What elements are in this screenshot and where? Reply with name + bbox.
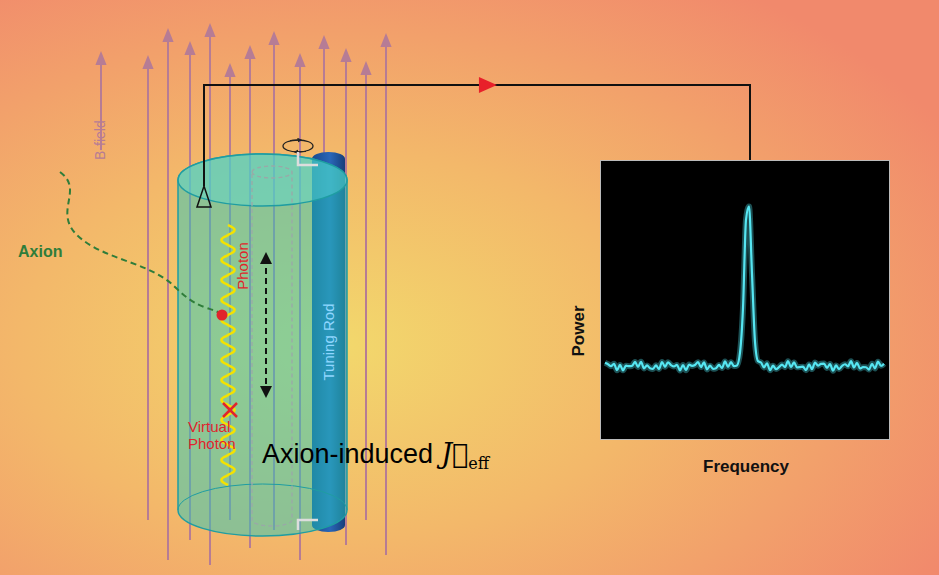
photon-label: Photon xyxy=(234,242,251,290)
resonant-cavity: Tuning Rod PhotonVirtual Photon xyxy=(175,150,350,540)
coupling-loop xyxy=(283,140,313,152)
magnetic-field-lines xyxy=(148,30,386,565)
field-label: B-field xyxy=(92,120,108,160)
spectrum-display: PowerFrequency xyxy=(600,160,890,440)
loop-arrow xyxy=(290,140,300,142)
antenna-stem xyxy=(203,150,205,186)
photon-wave xyxy=(221,225,234,485)
effect-caption: Axion-induced J⃗eff xyxy=(262,438,489,470)
trace-glow xyxy=(605,206,884,370)
axion-path xyxy=(60,172,222,315)
signal-arrowhead xyxy=(479,77,497,93)
cylinder-bottom-rim xyxy=(178,484,347,510)
field-line xyxy=(147,62,149,520)
spectrum-trace xyxy=(601,161,889,439)
trace-line xyxy=(605,206,884,370)
inner-dashed-cylinder xyxy=(252,166,292,526)
virtual-photon-cross xyxy=(223,403,237,417)
axis-label: Frequency xyxy=(703,457,789,477)
conversion-dot xyxy=(217,310,228,321)
axion-label: Axion xyxy=(18,243,62,261)
axis-label: Power xyxy=(569,305,589,356)
tuning-rod-label: Tuning Rod xyxy=(320,304,337,381)
loop-lead xyxy=(298,152,318,165)
rod-lead xyxy=(298,520,318,530)
current-subscript: eff xyxy=(468,454,489,473)
effect-label: Axion-induced xyxy=(262,439,433,470)
field-line xyxy=(167,35,169,560)
current-double-arrow xyxy=(265,258,267,392)
virtual-photon-label: Virtual Photon xyxy=(188,418,250,453)
field-line xyxy=(385,40,387,555)
cylinder-body xyxy=(178,154,347,536)
current-symbol: J⃗ xyxy=(441,438,468,469)
signal-wire xyxy=(204,77,750,160)
wire-path xyxy=(204,85,750,160)
antenna-symbol xyxy=(197,186,211,207)
